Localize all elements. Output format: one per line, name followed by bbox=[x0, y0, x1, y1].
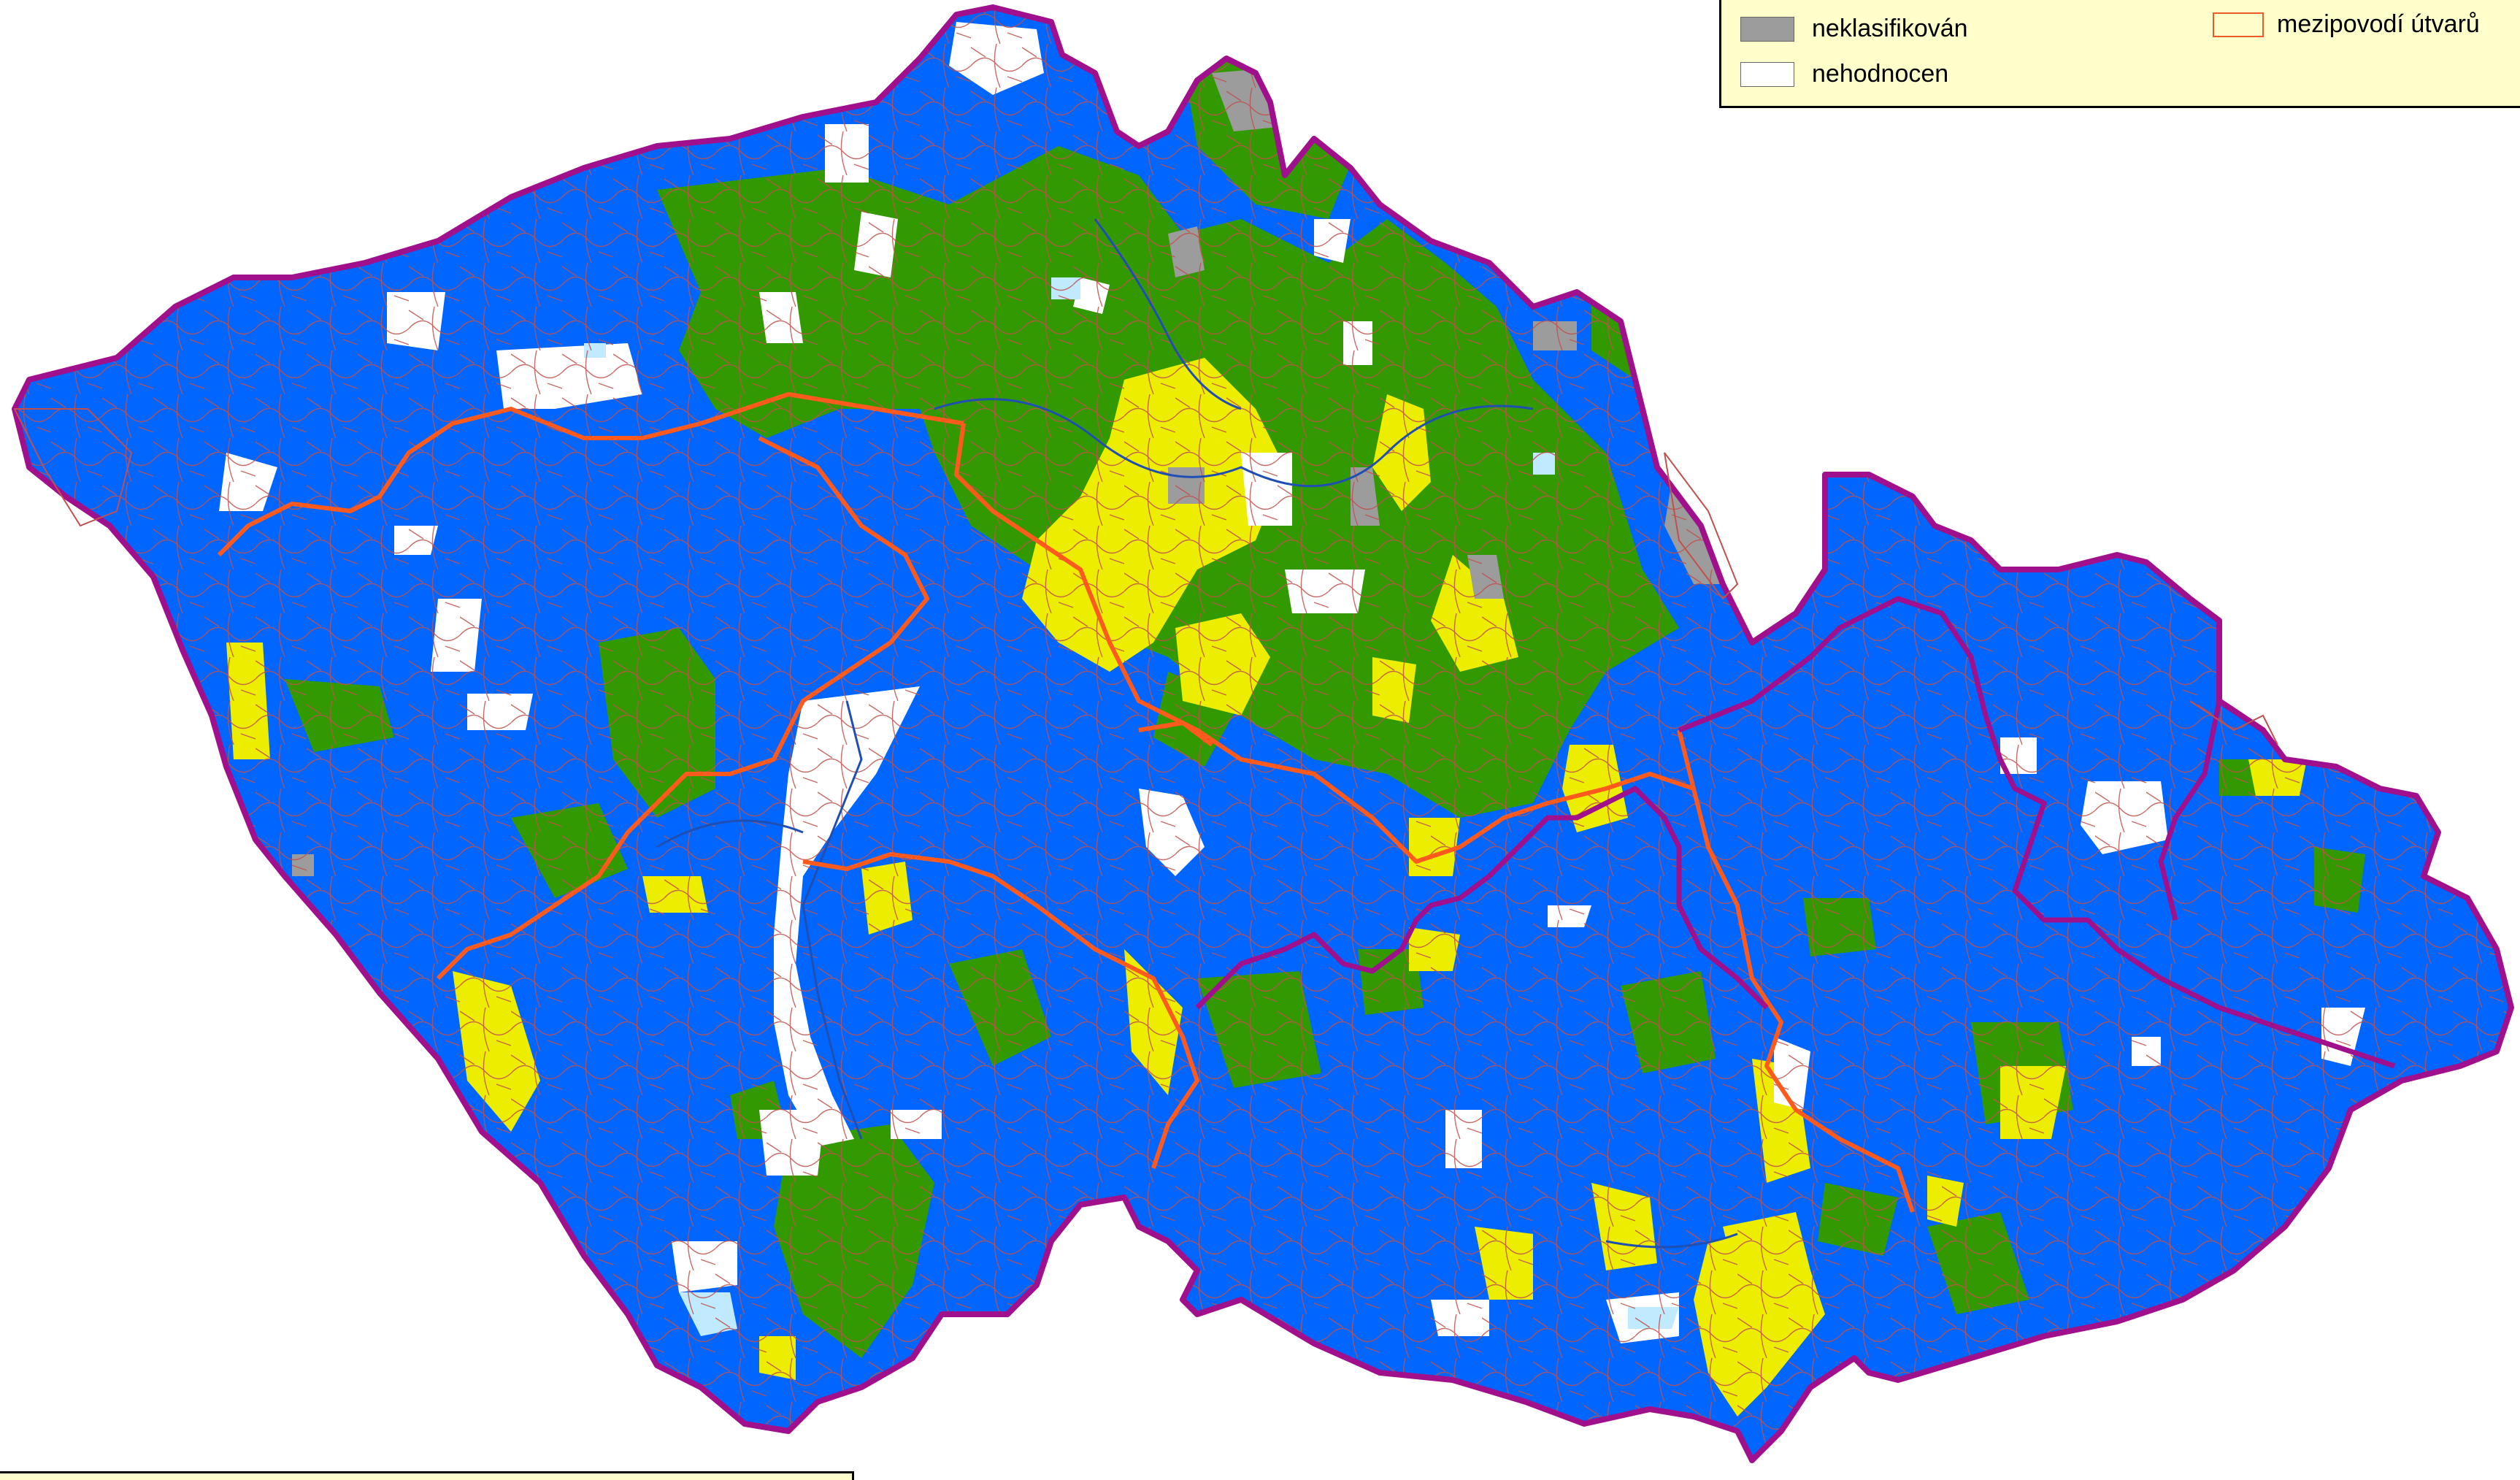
legend-item-unclassified: neklasifikován bbox=[1740, 15, 1968, 43]
legend-swatch-gray bbox=[1740, 16, 1794, 42]
legend-label: mezipovodí útvarů bbox=[2277, 10, 2480, 38]
legend-swatch-white bbox=[1740, 61, 1794, 87]
legend-label: neklasifikován bbox=[1812, 15, 1968, 42]
legend-item-interbasin: mezipovodí útvarů bbox=[2213, 10, 2480, 39]
country-border bbox=[12, 4, 2514, 1463]
district-boundaries bbox=[217, 392, 1915, 1213]
legend-item-not-evaluated: nehodnocen bbox=[1740, 60, 1948, 88]
legend-swatch-outline bbox=[2213, 12, 2264, 37]
legend-label: nehodnocen bbox=[1812, 60, 1949, 88]
bottom-panel-edge bbox=[0, 1471, 854, 1480]
outer-catchment-outlines bbox=[13, 408, 2278, 745]
region-boundaries bbox=[1195, 596, 2396, 1069]
map-legend: neklasifikován nehodnocen mezipovodí útv… bbox=[1719, 0, 2520, 108]
rivers bbox=[656, 218, 1738, 1249]
